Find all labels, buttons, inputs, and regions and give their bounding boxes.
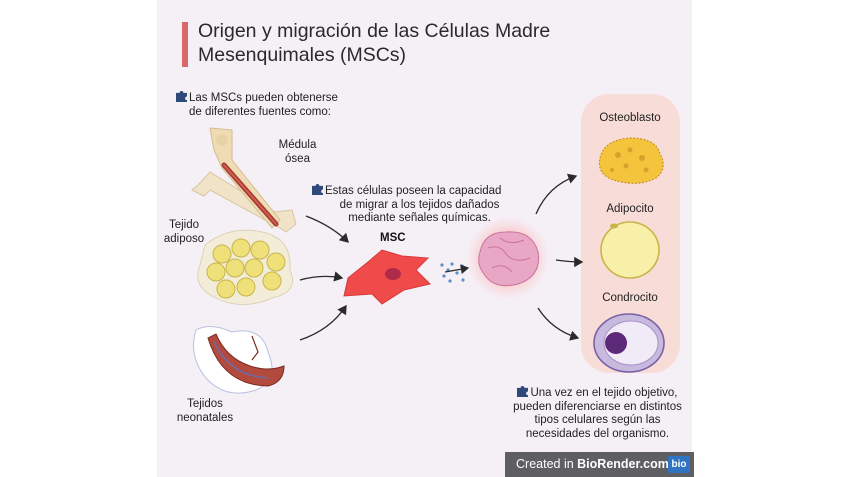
biorender-badge[interactable]: Created in BioRender.com bio <box>505 452 694 477</box>
badge-brand: BioRender.com <box>577 457 669 471</box>
bone-marrow-illustration <box>191 127 297 233</box>
note-migration-line-3: mediante señales químicas. <box>348 212 491 224</box>
damaged-tissue <box>478 231 540 287</box>
note-sources: Las MSCs pueden obtenerse de diferentes … <box>176 91 356 119</box>
arrow-to-osteoblast <box>535 173 578 215</box>
adipose-tissue-illustration <box>197 229 294 306</box>
title-accent-bar <box>182 22 188 67</box>
note-differentiation-line-2: pueden diferenciarse en distintos <box>513 400 682 413</box>
osteoblast-cell <box>598 137 664 184</box>
puzzle-icon <box>176 91 187 102</box>
arrow-bone-to-msc <box>305 215 349 243</box>
neonatal-tissue-illustration <box>193 326 285 394</box>
arrow-adipose-to-msc <box>299 271 344 282</box>
note-differentiation-line-3: tipos celulares según las <box>534 414 661 426</box>
arrow-msc-to-damaged-tissue <box>444 264 470 274</box>
msc-cell <box>343 249 431 305</box>
badge-prefix: Created in <box>516 457 578 471</box>
biorender-logo-icon: bio <box>668 456 690 473</box>
label-neonatal-line-2: neonatales <box>176 411 234 424</box>
note-differentiation: Una vez en el tejido objetivo, pueden di… <box>505 386 690 441</box>
adipocyte-cell <box>600 221 660 279</box>
note-migration-line-1: Estas células poseen la capacidad <box>325 185 502 197</box>
label-adipose-line-2: adiposo <box>163 232 205 245</box>
chemical-signals <box>440 262 465 283</box>
label-adipocyte: Adipocito <box>606 203 654 215</box>
label-bone-marrow-line-2: ósea <box>285 152 310 165</box>
arrow-neonatal-to-msc <box>299 304 347 341</box>
note-differentiation-line-1: Una vez en el tejido objetivo, <box>530 387 678 399</box>
label-neonatal: Tejidos neonatales <box>170 398 240 425</box>
badge-text: Created in BioRender.com <box>516 452 669 477</box>
label-osteoblast: Osteoblasto <box>599 112 661 124</box>
label-msc: MSC <box>380 232 406 244</box>
chondrocyte-cell <box>593 313 665 373</box>
diagram-title: Origen y migración de las Células Madre … <box>198 20 551 66</box>
puzzle-icon <box>312 184 323 195</box>
label-chondrocyte: Condrocito <box>602 292 658 304</box>
label-neonatal-line-1: Tejidos <box>187 398 223 410</box>
arrow-to-chondrocyte <box>537 307 580 341</box>
note-migration: Estas células poseen la capacidad de mig… <box>312 184 527 226</box>
arrow-to-adipocyte <box>555 256 584 268</box>
label-adipose-line-1: Tejido <box>168 219 200 231</box>
label-adipose: Tejido adiposo <box>159 219 209 246</box>
label-bone-marrow-line-1: Médula <box>278 139 317 151</box>
note-sources-line-1: Las MSCs pueden obtenerse <box>189 92 338 104</box>
label-bone-marrow: Médula ósea <box>270 139 325 166</box>
note-differentiation-line-4: necesidades del organismo. <box>525 427 670 440</box>
puzzle-icon <box>517 386 529 397</box>
note-migration-line-2: de migrar a los tejidos dañados <box>339 198 500 211</box>
note-sources-line-2: de diferentes fuentes como: <box>189 105 331 118</box>
